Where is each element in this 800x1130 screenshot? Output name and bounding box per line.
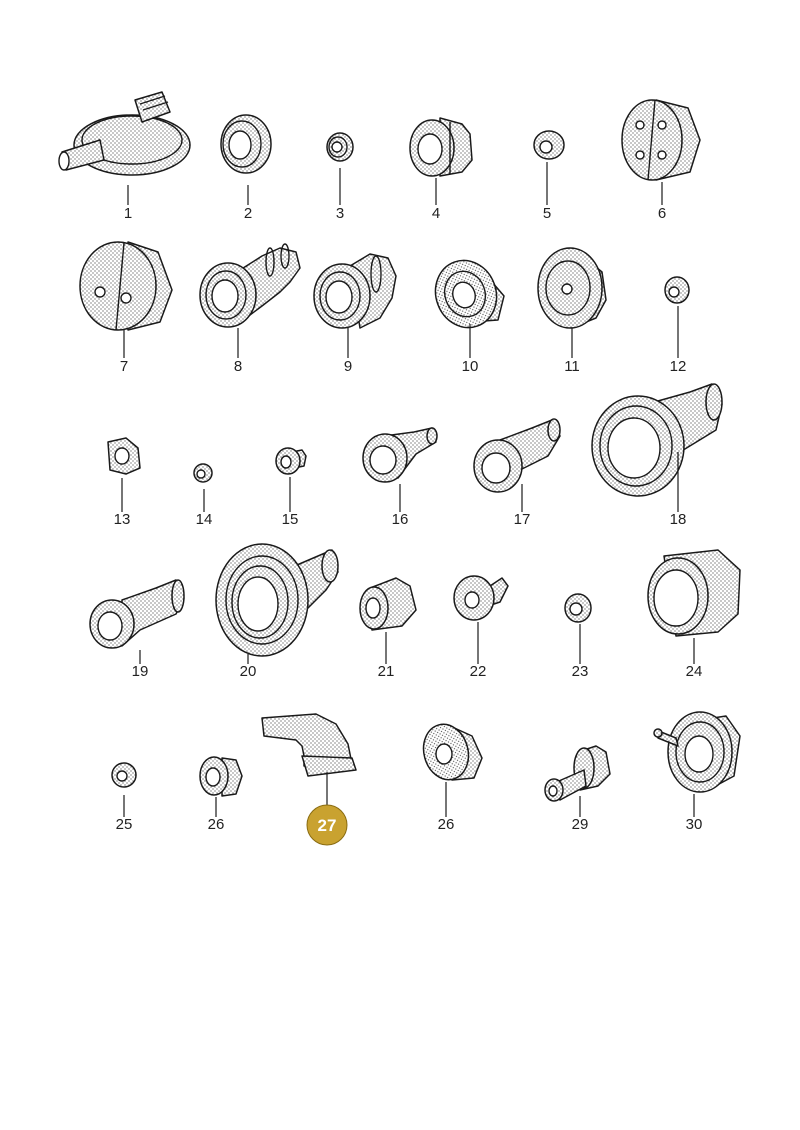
part-4-grommet[interactable] xyxy=(409,117,473,177)
part-3-grommet[interactable] xyxy=(326,132,354,162)
part-18-large-boot[interactable] xyxy=(591,383,723,497)
part-number-label[interactable]: 9 xyxy=(344,358,352,375)
part-13-grommet[interactable] xyxy=(107,437,141,475)
part-number-label[interactable]: 19 xyxy=(132,663,149,680)
part-30-grommet[interactable] xyxy=(653,711,741,793)
part-number-label[interactable]: 7 xyxy=(120,358,128,375)
part-21-plug[interactable] xyxy=(359,577,417,631)
part-15-plug[interactable] xyxy=(275,447,307,475)
part-12-grommet[interactable] xyxy=(664,276,690,304)
part-14-grommet[interactable] xyxy=(193,463,213,483)
part-6-split-grommet[interactable] xyxy=(621,99,701,181)
part-26-grommet-b[interactable] xyxy=(418,719,483,784)
part-24-cup-grommet[interactable] xyxy=(647,549,741,637)
part-9-bellows-grommet[interactable] xyxy=(313,253,397,329)
part-number-label[interactable]: 15 xyxy=(282,511,299,528)
part-number-label[interactable]: 8 xyxy=(234,358,242,375)
part-number-label[interactable]: 21 xyxy=(378,663,395,680)
part-26-grommet-a[interactable] xyxy=(199,756,243,797)
part-number-label[interactable]: 10 xyxy=(462,358,479,375)
part-29-boot[interactable] xyxy=(544,745,611,802)
part-number-label[interactable]: 26 xyxy=(208,816,225,833)
part-8-bellows-grommet[interactable] xyxy=(199,243,301,328)
part-number-label[interactable]: 30 xyxy=(686,816,703,833)
part-5-grommet[interactable] xyxy=(533,130,565,160)
part-23-grommet[interactable] xyxy=(564,593,592,623)
part-10-grommet[interactable] xyxy=(426,252,506,336)
part-number-label[interactable]: 26 xyxy=(438,816,455,833)
part-25-grommet[interactable] xyxy=(111,762,137,788)
part-number-label[interactable]: 6 xyxy=(658,205,666,222)
part-number-label[interactable]: 24 xyxy=(686,663,703,680)
part-11-grommet[interactable] xyxy=(537,247,607,329)
part-number-label[interactable]: 11 xyxy=(564,358,580,375)
part-number-label[interactable]: 17 xyxy=(514,511,531,528)
part-number-label[interactable]: 13 xyxy=(114,511,131,528)
part-number-label[interactable]: 2 xyxy=(244,205,252,222)
part-number-label[interactable]: 14 xyxy=(196,511,213,528)
part-number-label[interactable]: 4 xyxy=(432,205,440,222)
part-27-elbow-boot[interactable] xyxy=(261,713,357,777)
part-number-label[interactable]: 3 xyxy=(336,205,344,222)
part-number-label[interactable]: 12 xyxy=(670,358,687,375)
part-number-label[interactable]: 29 xyxy=(572,816,589,833)
part-17-boot[interactable] xyxy=(473,418,561,493)
highlight-badge[interactable] xyxy=(306,804,348,846)
part-7-split-grommet[interactable] xyxy=(79,241,173,331)
part-22-plug[interactable] xyxy=(453,575,509,621)
part-19-boot[interactable] xyxy=(89,579,185,649)
part-number-label[interactable]: 5 xyxy=(543,205,551,222)
part-number-label[interactable]: 22 xyxy=(470,663,487,680)
part-number-label[interactable]: 18 xyxy=(670,511,687,528)
part-number-label[interactable]: 23 xyxy=(572,663,589,680)
part-number-label-highlighted[interactable]: 27 xyxy=(318,816,337,835)
part-number-label[interactable]: 25 xyxy=(116,816,133,833)
part-2-grommet[interactable] xyxy=(220,114,272,174)
part-number-label[interactable]: 20 xyxy=(240,663,257,680)
part-16-boot[interactable] xyxy=(362,427,438,483)
part-1-cap[interactable] xyxy=(58,91,191,176)
part-number-label[interactable]: 1 xyxy=(124,205,132,222)
part-20-large-grommet[interactable] xyxy=(215,543,339,657)
part-number-label[interactable]: 16 xyxy=(392,511,409,528)
